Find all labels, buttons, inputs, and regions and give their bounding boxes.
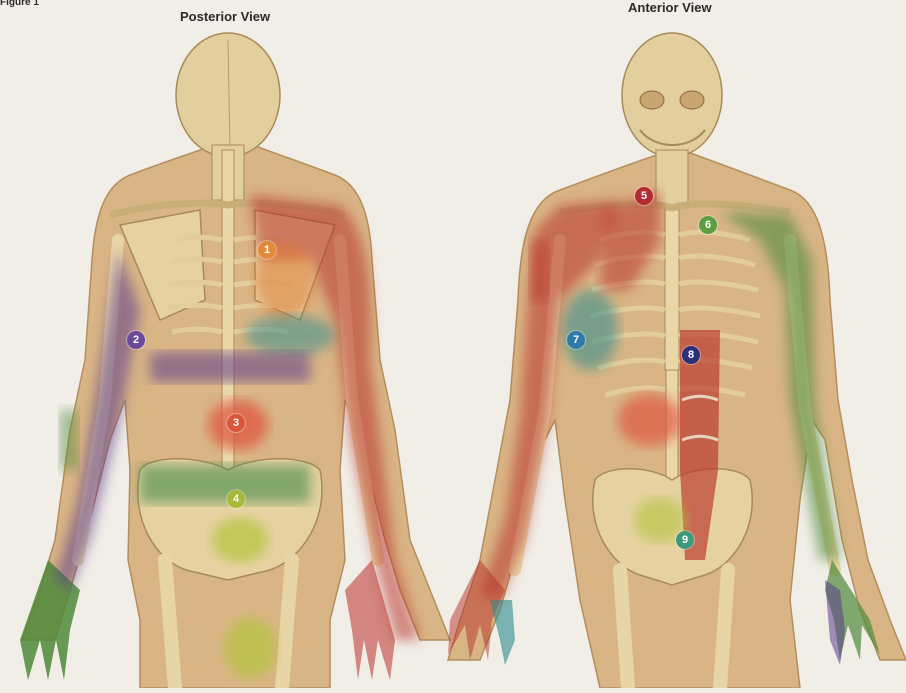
zone-lower-chest-orange: [618, 394, 682, 446]
zone-upper-arm-red-strip: [530, 240, 548, 300]
figure-label: Figure 1: [0, 0, 39, 8]
posterior-figure: [20, 33, 450, 688]
posterior-view-title: Posterior View: [180, 9, 270, 24]
anterior-figure: [448, 33, 906, 688]
zone-lateral-chest-teal: [562, 290, 618, 370]
anterior-left-hand-teal: [490, 600, 515, 665]
marker-5: 5: [635, 187, 653, 205]
zone-thigh-yellow: [224, 618, 276, 678]
marker-4: 4: [227, 490, 245, 508]
marker-7: 7: [567, 331, 585, 349]
anterior-skull: [622, 33, 722, 157]
anterior-view-title: Anterior View: [628, 0, 712, 15]
marker-8: 8: [682, 346, 700, 364]
zone-mid-back-teal: [245, 315, 335, 355]
anterior-right-eye-socket: [680, 91, 704, 109]
anterior-neck: [656, 150, 688, 205]
marker-1: 1: [258, 241, 276, 259]
marker-9: 9: [676, 531, 694, 549]
anterior-left-eye-socket: [640, 91, 664, 109]
marker-3: 3: [227, 414, 245, 432]
zone-left-forearm-green: [60, 410, 78, 470]
marker-6: 6: [699, 216, 717, 234]
zone-sacrum-yellow: [212, 518, 268, 562]
zone-pelvis-green-band: [140, 465, 310, 503]
zone-mid-back-purple-band: [150, 352, 310, 382]
marker-2: 2: [127, 331, 145, 349]
anterior-sternum: [665, 210, 679, 370]
